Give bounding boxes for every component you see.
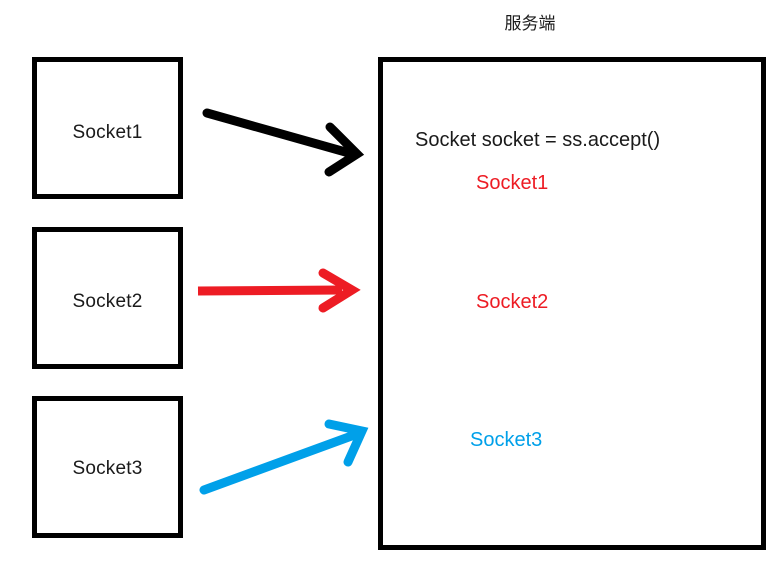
arrow-socket3-shaft [199, 429, 362, 495]
client-socket-box-1: Socket1 [32, 57, 183, 199]
arrow-socket1-head [324, 122, 365, 177]
client-socket-box-1-label: Socket1 [72, 122, 143, 143]
server-accepted-socket-3-label: Socket3 [470, 429, 543, 451]
arrow-socket1 [202, 108, 365, 177]
arrow-socket2 [197, 268, 361, 313]
server-accepted-socket-2-label: Socket2 [476, 291, 549, 313]
client-socket-box-3: Socket3 [32, 396, 183, 538]
client-socket-box-2-label: Socket2 [72, 291, 143, 312]
client-socket-box-2: Socket2 [32, 227, 183, 369]
client-socket-box-3-label: Socket3 [72, 458, 143, 479]
arrow-socket2-shaft [197, 285, 343, 296]
arrow-socket3 [199, 419, 369, 495]
server-accepted-socket-1-label: Socket1 [476, 172, 549, 194]
arrow-socket2-head [318, 268, 361, 313]
server-panel-box [378, 57, 766, 550]
server-panel-title: 服务端 [504, 14, 556, 33]
arrow-socket1-shaft [202, 108, 354, 158]
server-accept-code-line: Socket socket = ss.accept() [415, 129, 661, 151]
arrow-socket3-head [324, 419, 369, 467]
